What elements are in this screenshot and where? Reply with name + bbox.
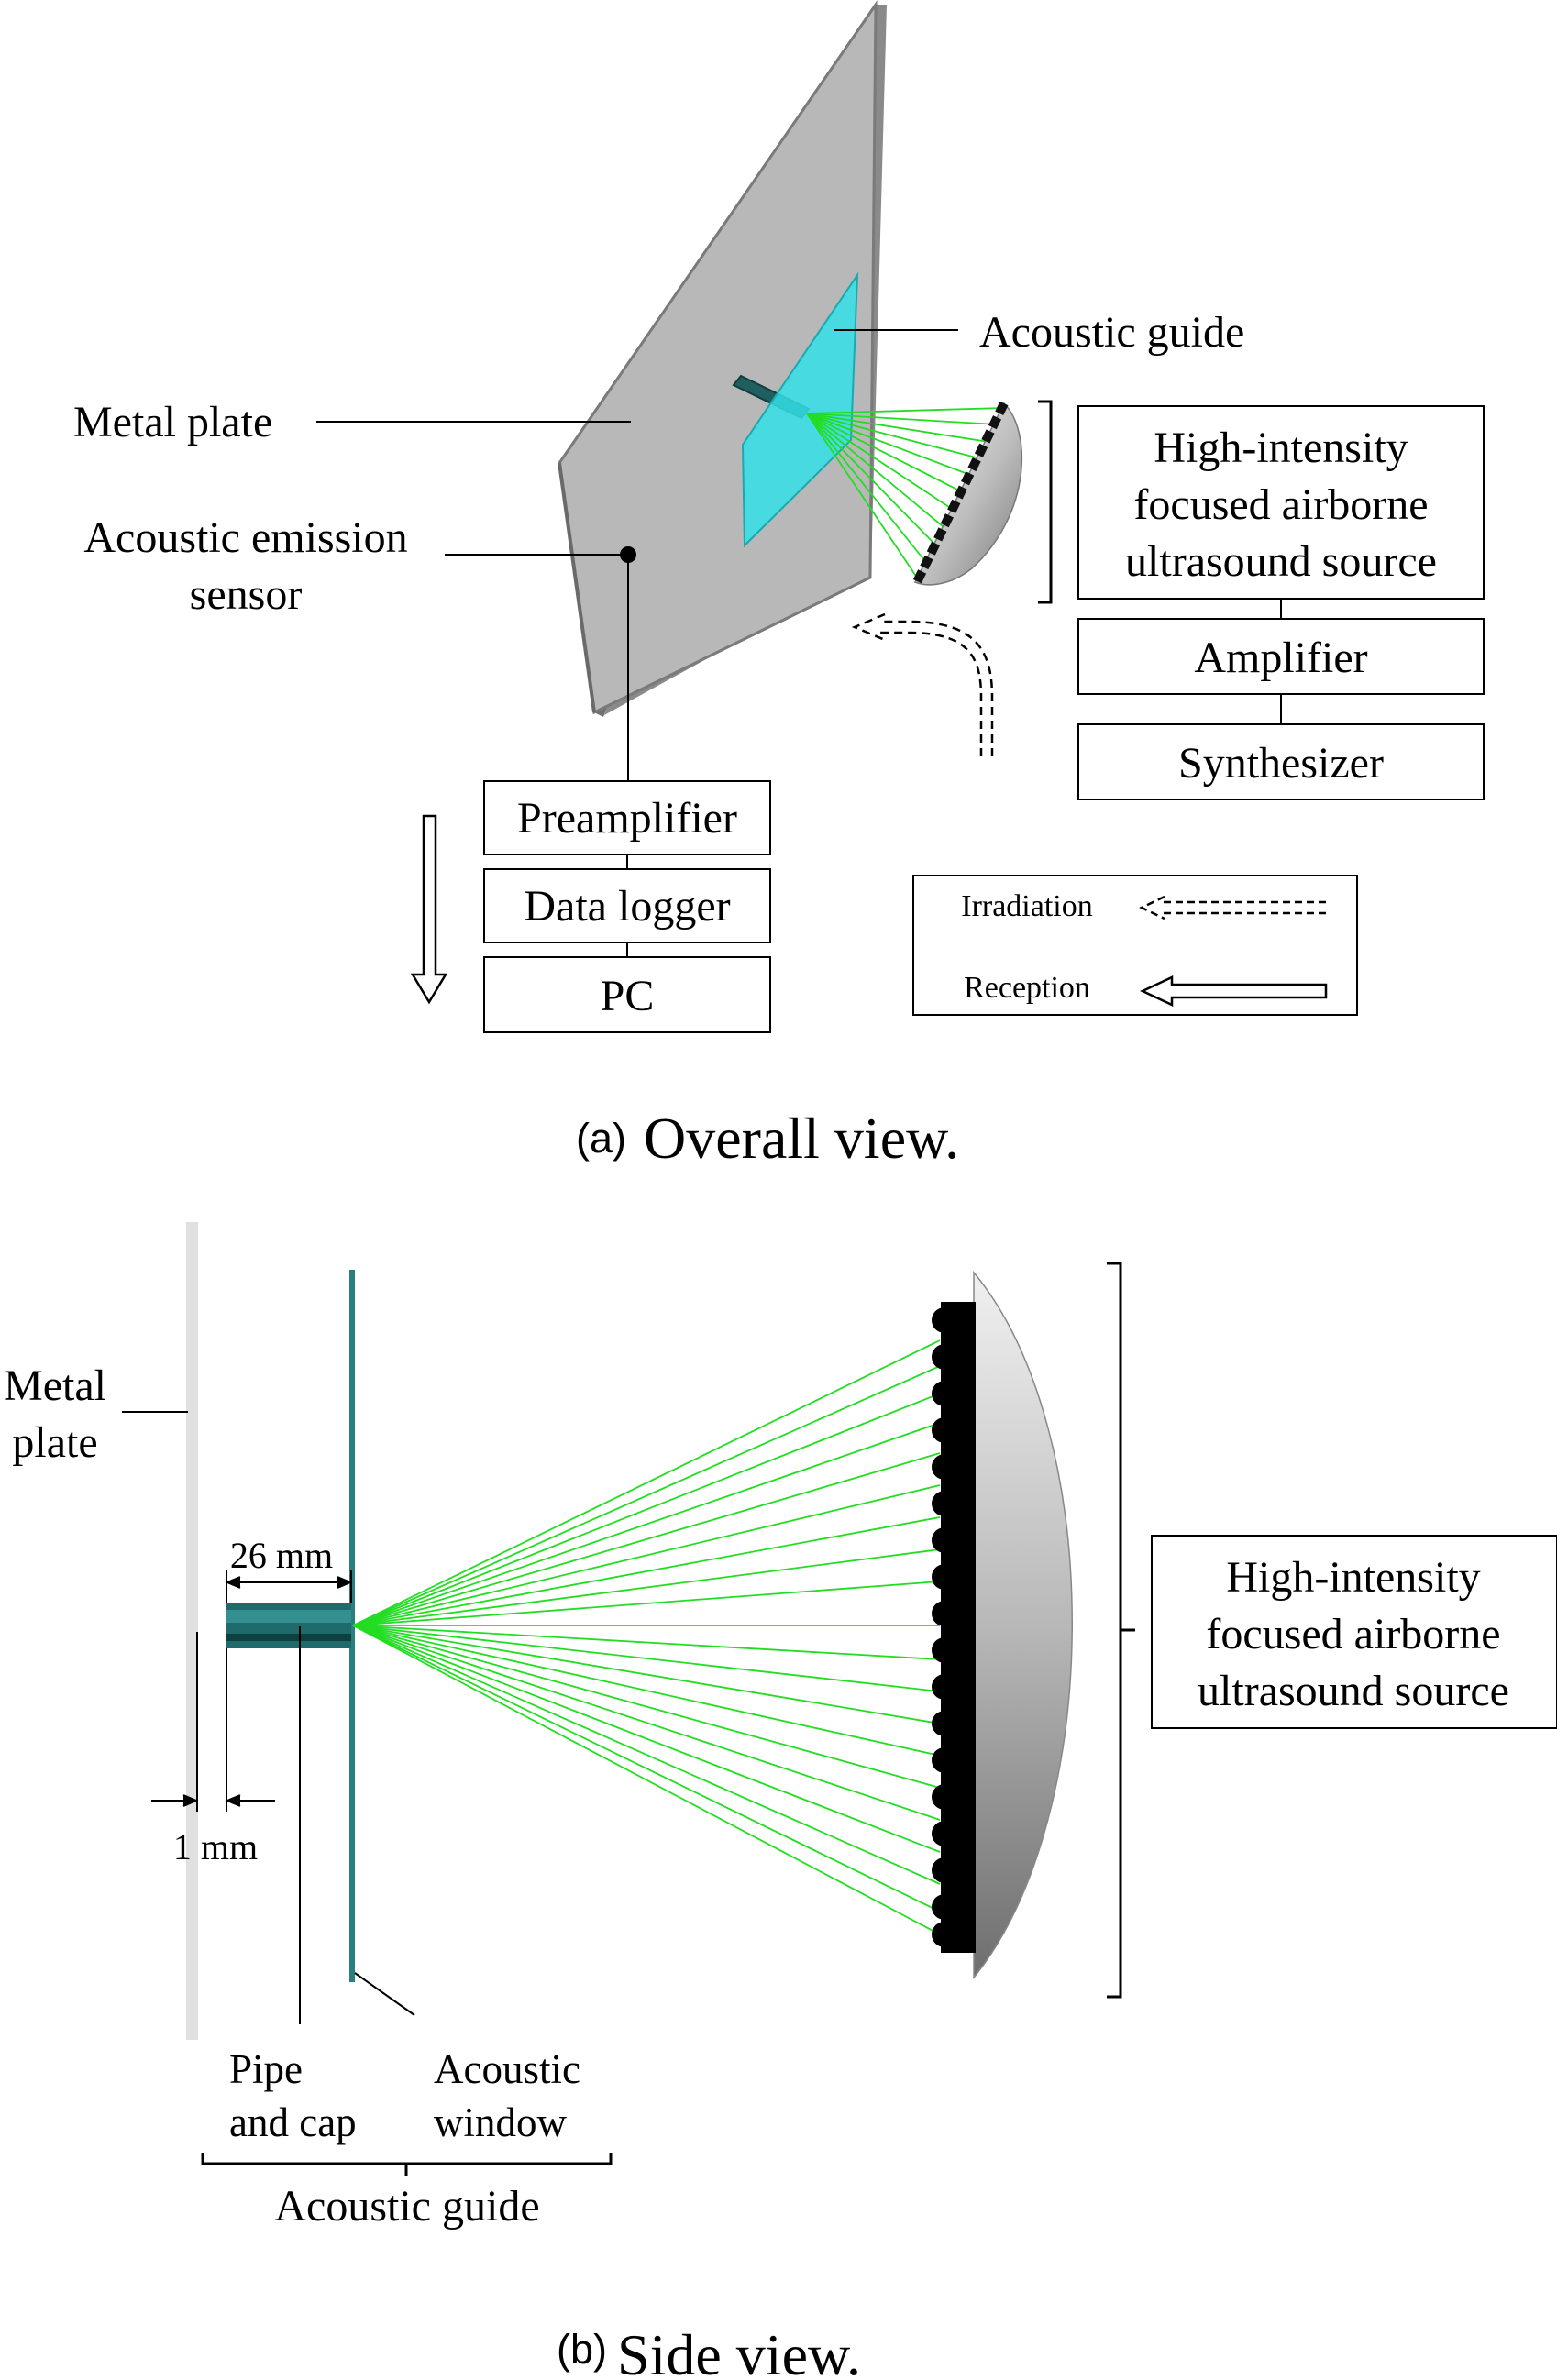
label-acoustic-guide: Acoustic guide (979, 308, 1244, 357)
beam-rays-overall (806, 407, 1005, 578)
irradiation-arrow-curved (851, 612, 994, 756)
ultrasound-source-dish-overall (912, 401, 1023, 586)
caption-a-text: Overall view. (644, 1106, 959, 1171)
preamplifier-box (483, 780, 771, 855)
source-bracket (1038, 400, 1053, 604)
side-metal-plate-line1: Metal (4, 1361, 106, 1410)
data-logger-label: Data logger (524, 882, 730, 931)
pc-box (483, 956, 771, 1033)
source-line1: High-intensity (1154, 424, 1408, 472)
acoustic-guide-brace (201, 2153, 613, 2176)
amplifier-box (1077, 618, 1485, 695)
beam-rays-side (352, 1339, 941, 1935)
side-window-line1: Acoustic (434, 2046, 580, 2092)
side-acoustic-guide-label: Acoustic guide (274, 2182, 539, 2231)
label-metal-plate: Metal plate (73, 398, 272, 446)
dim-26mm-label: 26 mm (230, 1535, 333, 1576)
pc-label: PC (601, 972, 655, 1020)
preamplifier-label: Preamplifier (517, 794, 737, 843)
caption-a-tag: (a) (576, 1115, 626, 1162)
metal-plate-side (186, 1222, 198, 2040)
synthesizer-box (1077, 723, 1485, 800)
source-bracket-side (1107, 1262, 1135, 1999)
side-source-line1: High-intensity (1226, 1553, 1480, 1602)
legend-reception-arrow (1140, 975, 1328, 1007)
side-view: Metal plate 26 mm 1 mm (4, 1222, 1557, 2380)
pipe-and-cap-side (226, 1603, 351, 1648)
data-logger-box (483, 868, 771, 943)
label-ae-sensor-line2: sensor (190, 570, 303, 619)
reception-arrow-down (410, 814, 448, 1005)
amplifier-label: Amplifier (1194, 634, 1367, 682)
side-pipe-line2: and cap (229, 2099, 357, 2145)
legend-irradiation-label: Irradiation (961, 889, 1093, 923)
acoustic-guide-panel (741, 271, 859, 548)
caption-b-text: Side view. (617, 2322, 861, 2380)
caption-b-tag: (b) (557, 2326, 607, 2373)
legend-reception-label: Reception (964, 971, 1090, 1005)
source-line3: ultrasound source (1125, 537, 1437, 586)
metal-plate-3d (558, 0, 887, 717)
side-pipe-line1: Pipe (229, 2046, 303, 2092)
side-metal-plate-line2: plate (12, 1418, 97, 1467)
overall-view: Metal plate Acoustic guide Acoustic emis… (73, 0, 1485, 1171)
side-source-line2: focused airborne (1206, 1610, 1500, 1658)
dim-1mm (151, 1632, 275, 1812)
side-source-box (1151, 1535, 1557, 1729)
side-source-line3: ultrasound source (1198, 1667, 1509, 1715)
ultrasound-source-dish-side (932, 1270, 1073, 1980)
dim-1mm-label: 1 mm (173, 1826, 258, 1868)
dim-26mm (225, 1570, 353, 1603)
synthesizer-label: Synthesizer (1178, 739, 1384, 788)
label-ae-sensor-line1: Acoustic emission (83, 513, 407, 562)
source-line2: focused airborne (1133, 480, 1428, 529)
side-window-line2: window (434, 2099, 568, 2145)
legend-irradiation-arrow (1139, 895, 1326, 920)
acoustic-window-side (349, 1270, 355, 1982)
